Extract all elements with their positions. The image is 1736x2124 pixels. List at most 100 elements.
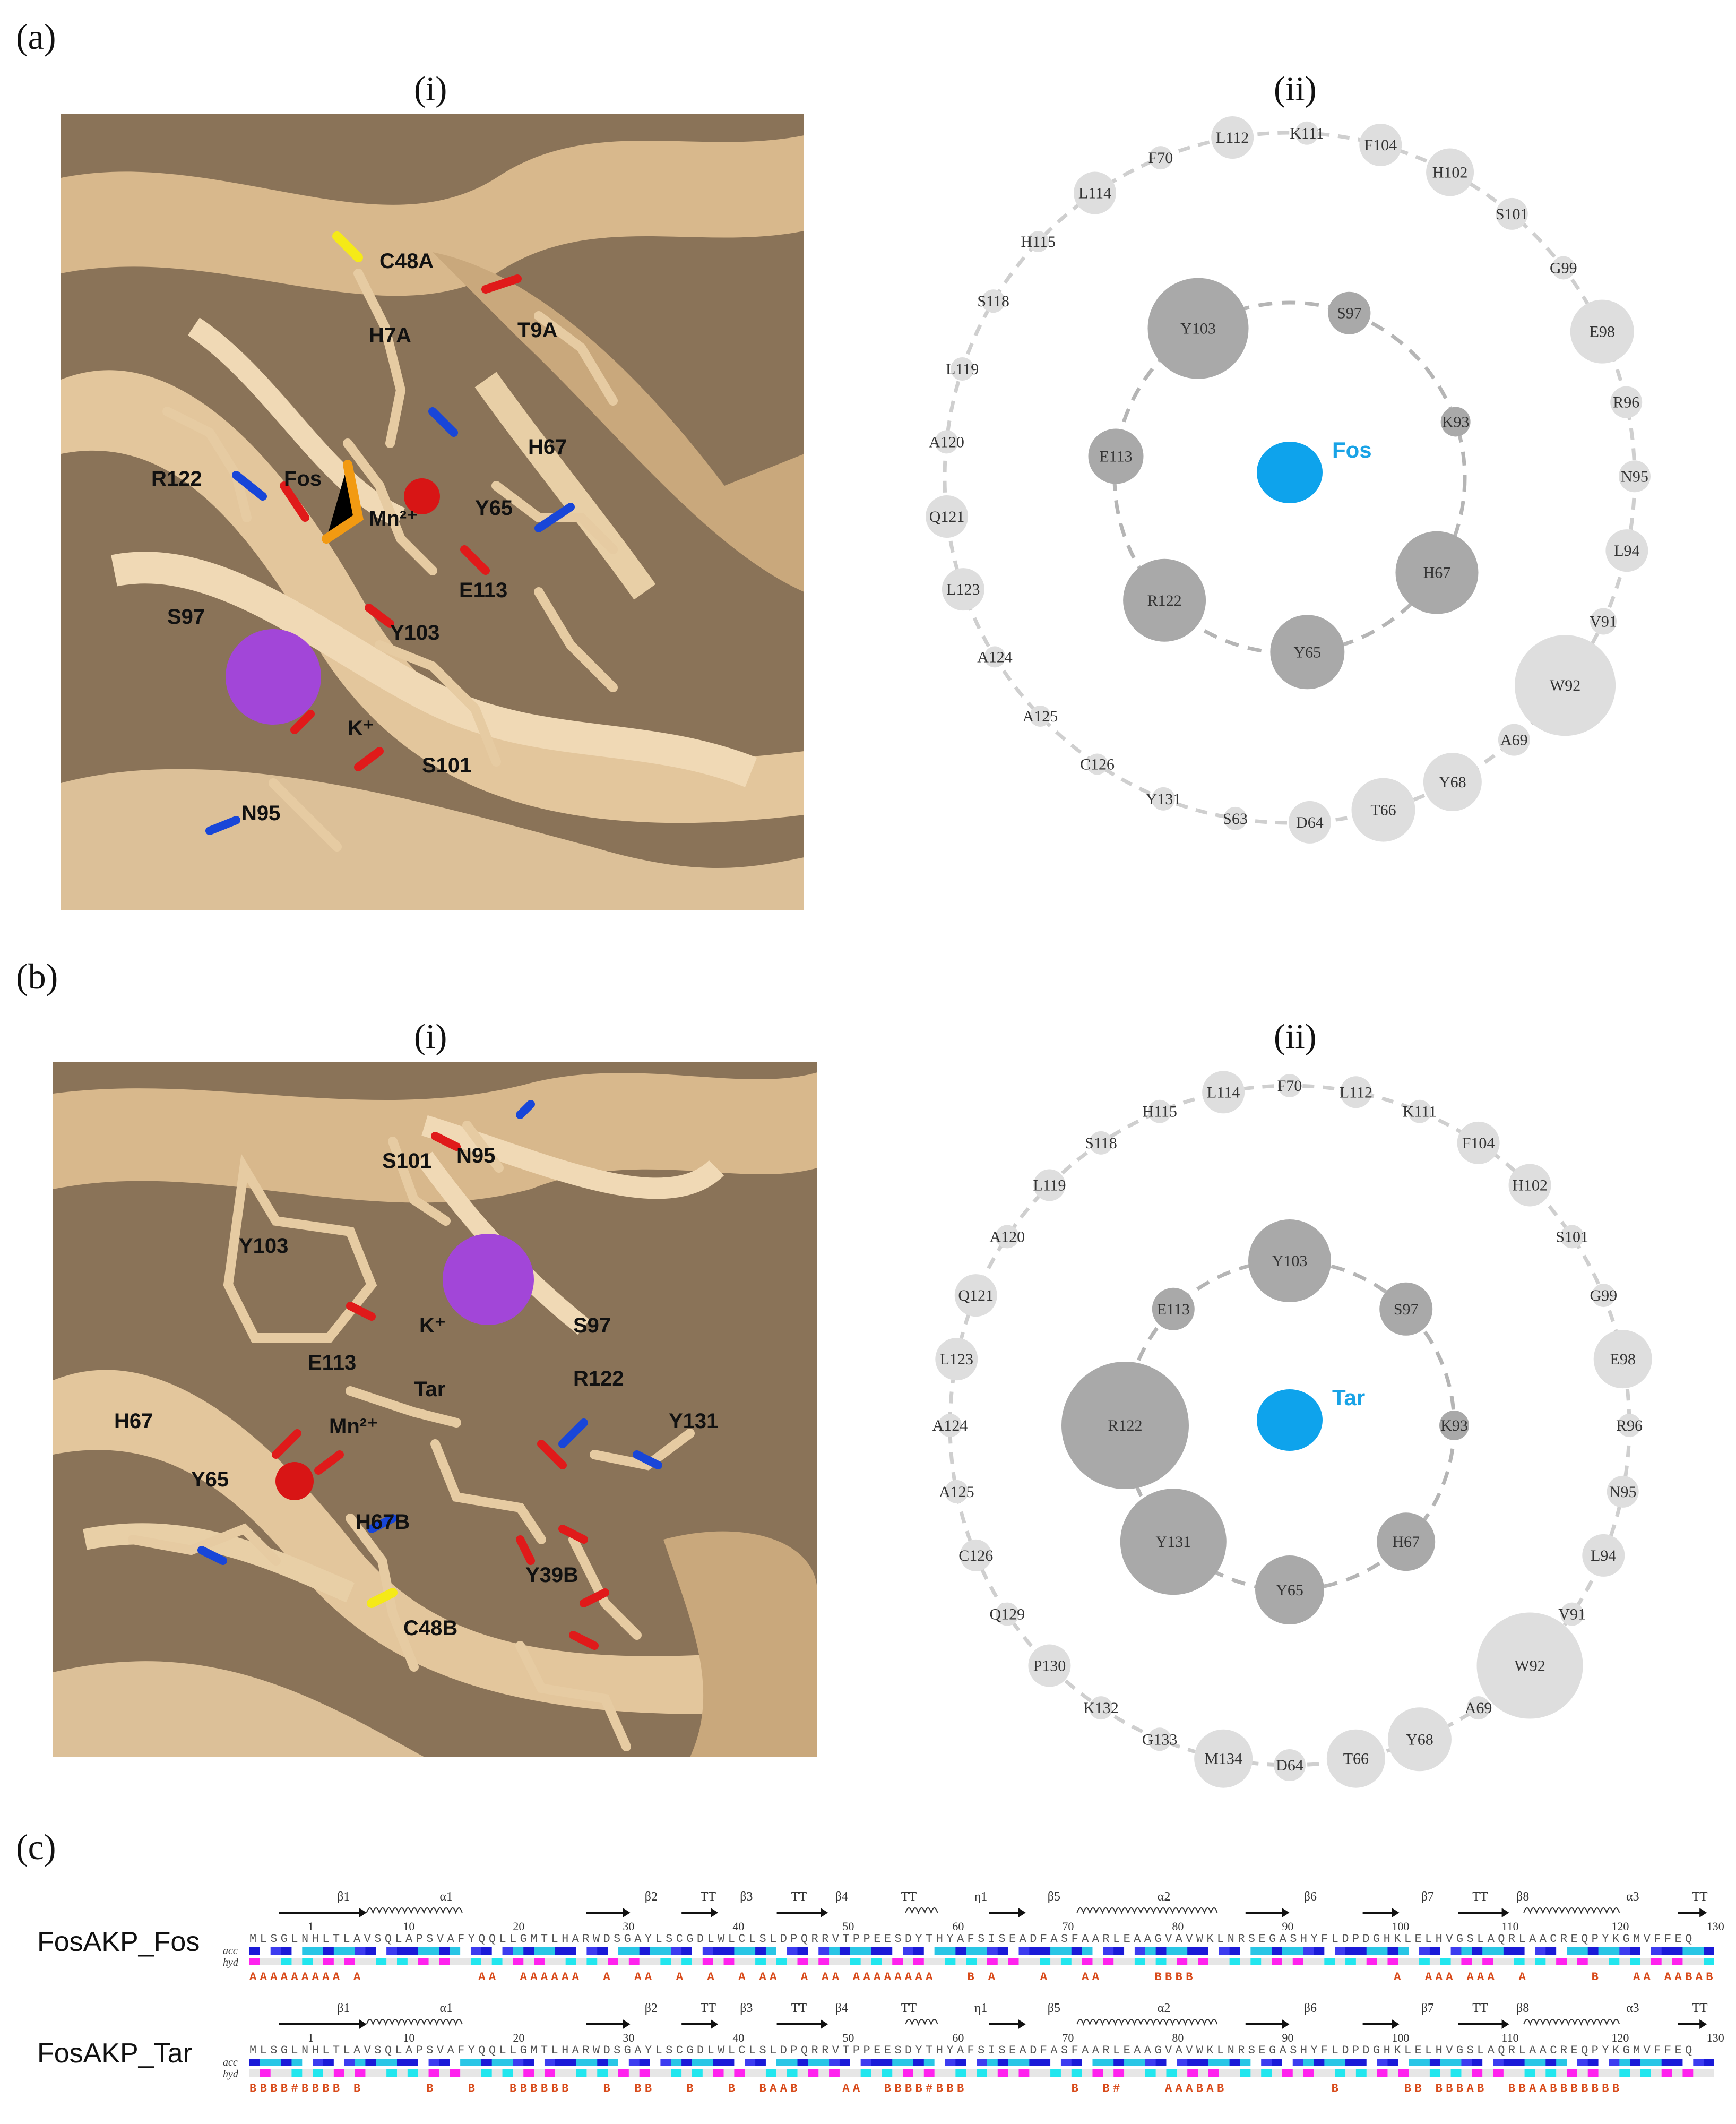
- acc-label: acc: [223, 2057, 238, 2069]
- inner-residue-label: H67: [1423, 564, 1451, 582]
- secondary-structure-label: β2: [645, 1890, 658, 1904]
- outer-residue-label: S118: [1085, 1134, 1117, 1152]
- residue-number: 110: [1501, 2031, 1518, 2045]
- ligand-node: [1257, 442, 1323, 503]
- alignment-row-name: FosAKP_Fos: [37, 1926, 200, 1958]
- secondary-structure-label: α2: [1158, 1890, 1171, 1904]
- label-Tar: Tar: [414, 1378, 445, 1401]
- secondary-structure-label: β6: [1304, 2001, 1317, 2016]
- outer-residue-label: L94: [1614, 542, 1639, 560]
- outer-residue-label: L123: [946, 581, 980, 598]
- outer-residue-label: E98: [1610, 1351, 1636, 1368]
- outer-residue-label: A69: [1465, 1699, 1492, 1717]
- outer-residue-label: Q121: [958, 1287, 994, 1304]
- secondary-structure-track: [249, 1905, 1714, 1921]
- residue-number: 1: [308, 2031, 314, 2045]
- secondary-structure-label: β3: [740, 2001, 753, 2016]
- outer-residue-label: F104: [1364, 136, 1397, 154]
- secondary-structure-label: TT: [1692, 2001, 1707, 2016]
- inner-residue-label: Y131: [1155, 1533, 1191, 1551]
- label-Y65: Y65: [475, 496, 513, 520]
- outer-residue-label: L112: [1340, 1084, 1372, 1101]
- residue-number: 80: [1172, 2031, 1184, 2045]
- label-Mn: Mn²⁺: [369, 507, 418, 530]
- label-R122: R122: [573, 1367, 624, 1390]
- outer-residue-label: S118: [977, 293, 1009, 310]
- residue-number: 30: [623, 2031, 634, 2045]
- residue-number: 120: [1611, 2031, 1629, 2045]
- secondary-structure-label: α1: [439, 2001, 453, 2016]
- residue-number: 30: [623, 1920, 634, 1933]
- outer-residue-label: H102: [1512, 1176, 1548, 1194]
- alignment-row-name: FosAKP_Tar: [37, 2037, 192, 2069]
- label-N95: N95: [456, 1144, 495, 1167]
- panel-a-sub-ii: (ii): [1274, 69, 1317, 109]
- outer-residue-label: L123: [940, 1351, 973, 1368]
- acc-hyd-tracks: [249, 2059, 1714, 2083]
- outer-residue-label: W92: [1550, 677, 1580, 694]
- alignment-row: FosAKP_Tarβ1α1β2TTβ3TTβ4TTη1β5α2β6β7TTβ8…: [32, 2001, 1720, 2108]
- label-Y103: Y103: [239, 1234, 288, 1258]
- residue-number: 40: [732, 1920, 744, 1933]
- outer-residue-label: S101: [1496, 205, 1528, 223]
- outer-residue-label: N95: [1609, 1483, 1637, 1501]
- secondary-structure-label: TT: [791, 2001, 807, 2016]
- residue-number: 50: [842, 1920, 854, 1933]
- outer-residue-label: A125: [1023, 708, 1058, 725]
- secondary-structure-label: TT: [901, 1890, 917, 1904]
- outer-residue-label: C126: [958, 1547, 993, 1564]
- outer-residue-label: G99: [1590, 1287, 1617, 1304]
- label-C48A: C48A: [379, 250, 434, 273]
- residue-number: 80: [1172, 1920, 1184, 1933]
- sequence-alignment: FosAKP_Fosβ1α1β2TTβ3TTβ4TTη1β5α2β6β7TTβ8…: [32, 1890, 1720, 2113]
- residue-number: 50: [842, 2031, 854, 2045]
- secondary-structure-label: TT: [1472, 2001, 1488, 2016]
- residue-number: 100: [1392, 1920, 1409, 1933]
- residue-number: 130: [1707, 2031, 1724, 2045]
- inner-residue-label: E113: [1157, 1301, 1190, 1318]
- label-S101: S101: [382, 1149, 431, 1173]
- secondary-structure-label: β8: [1516, 1890, 1529, 1904]
- outer-residue-label: C126: [1080, 756, 1115, 773]
- outer-residue-label: A124: [932, 1417, 968, 1434]
- label-E113: E113: [308, 1351, 356, 1374]
- panel-a-sub-i: (i): [414, 69, 447, 109]
- outer-residue-label: F70: [1148, 149, 1173, 167]
- outer-residue-label: S101: [1556, 1228, 1588, 1245]
- sequence-text: MLSGLNHLTLAVSQLAPSVAFYQQLLGMTLHARWDSGAYL…: [249, 2044, 1714, 2057]
- outer-residue-label: P130: [1033, 1657, 1066, 1675]
- outer-residue-label: A120: [929, 433, 964, 451]
- residue-number: 20: [513, 1920, 524, 1933]
- outer-residue-label: Q121: [929, 508, 965, 526]
- residue-number: 100: [1392, 2031, 1409, 2045]
- outer-residue-label: L112: [1216, 129, 1249, 147]
- label-K: K⁺: [419, 1314, 446, 1337]
- outer-residue-label: H102: [1432, 164, 1468, 181]
- acc-label: acc: [223, 1945, 238, 1957]
- secondary-structure-label: β5: [1048, 1890, 1060, 1904]
- residue-number: 70: [1062, 1920, 1074, 1933]
- residue-number: 20: [513, 2031, 524, 2045]
- outer-residue-label: Y131: [1146, 790, 1181, 808]
- interaction-network-tar: TarF70L112K111F104H102S101G99E98R96N95L9…: [923, 1059, 1656, 1792]
- label-Mn: Mn²⁺: [329, 1415, 378, 1438]
- label-Fos: Fos: [284, 467, 322, 491]
- outer-residue-label: F104: [1462, 1134, 1495, 1152]
- outer-residue-label: F70: [1277, 1077, 1302, 1095]
- secondary-structure-label: β6: [1304, 1890, 1317, 1904]
- secondary-structure-label: TT: [701, 2001, 716, 2016]
- structure-image-tar: N95 S101 Y103 K⁺ S97 E113 Tar R122 H67 M…: [53, 1062, 817, 1757]
- outer-residue-label: L119: [946, 360, 979, 378]
- label-H67: H67: [528, 435, 567, 459]
- outer-residue-label: L119: [1033, 1176, 1066, 1194]
- outer-residue-label: K111: [1290, 125, 1324, 142]
- secondary-structure-label: β1: [337, 1890, 350, 1904]
- inner-residue-label: S97: [1337, 305, 1362, 322]
- inner-residue-label: R122: [1147, 592, 1182, 609]
- secondary-structure-label: β7: [1421, 2001, 1434, 2016]
- label-N95: N95: [241, 802, 280, 825]
- acc-hyd-tracks: [249, 1947, 1714, 1972]
- outer-residue-label: G99: [1550, 259, 1577, 277]
- outer-residue-label: E98: [1590, 323, 1615, 341]
- secondary-structure-label: β4: [835, 1890, 848, 1904]
